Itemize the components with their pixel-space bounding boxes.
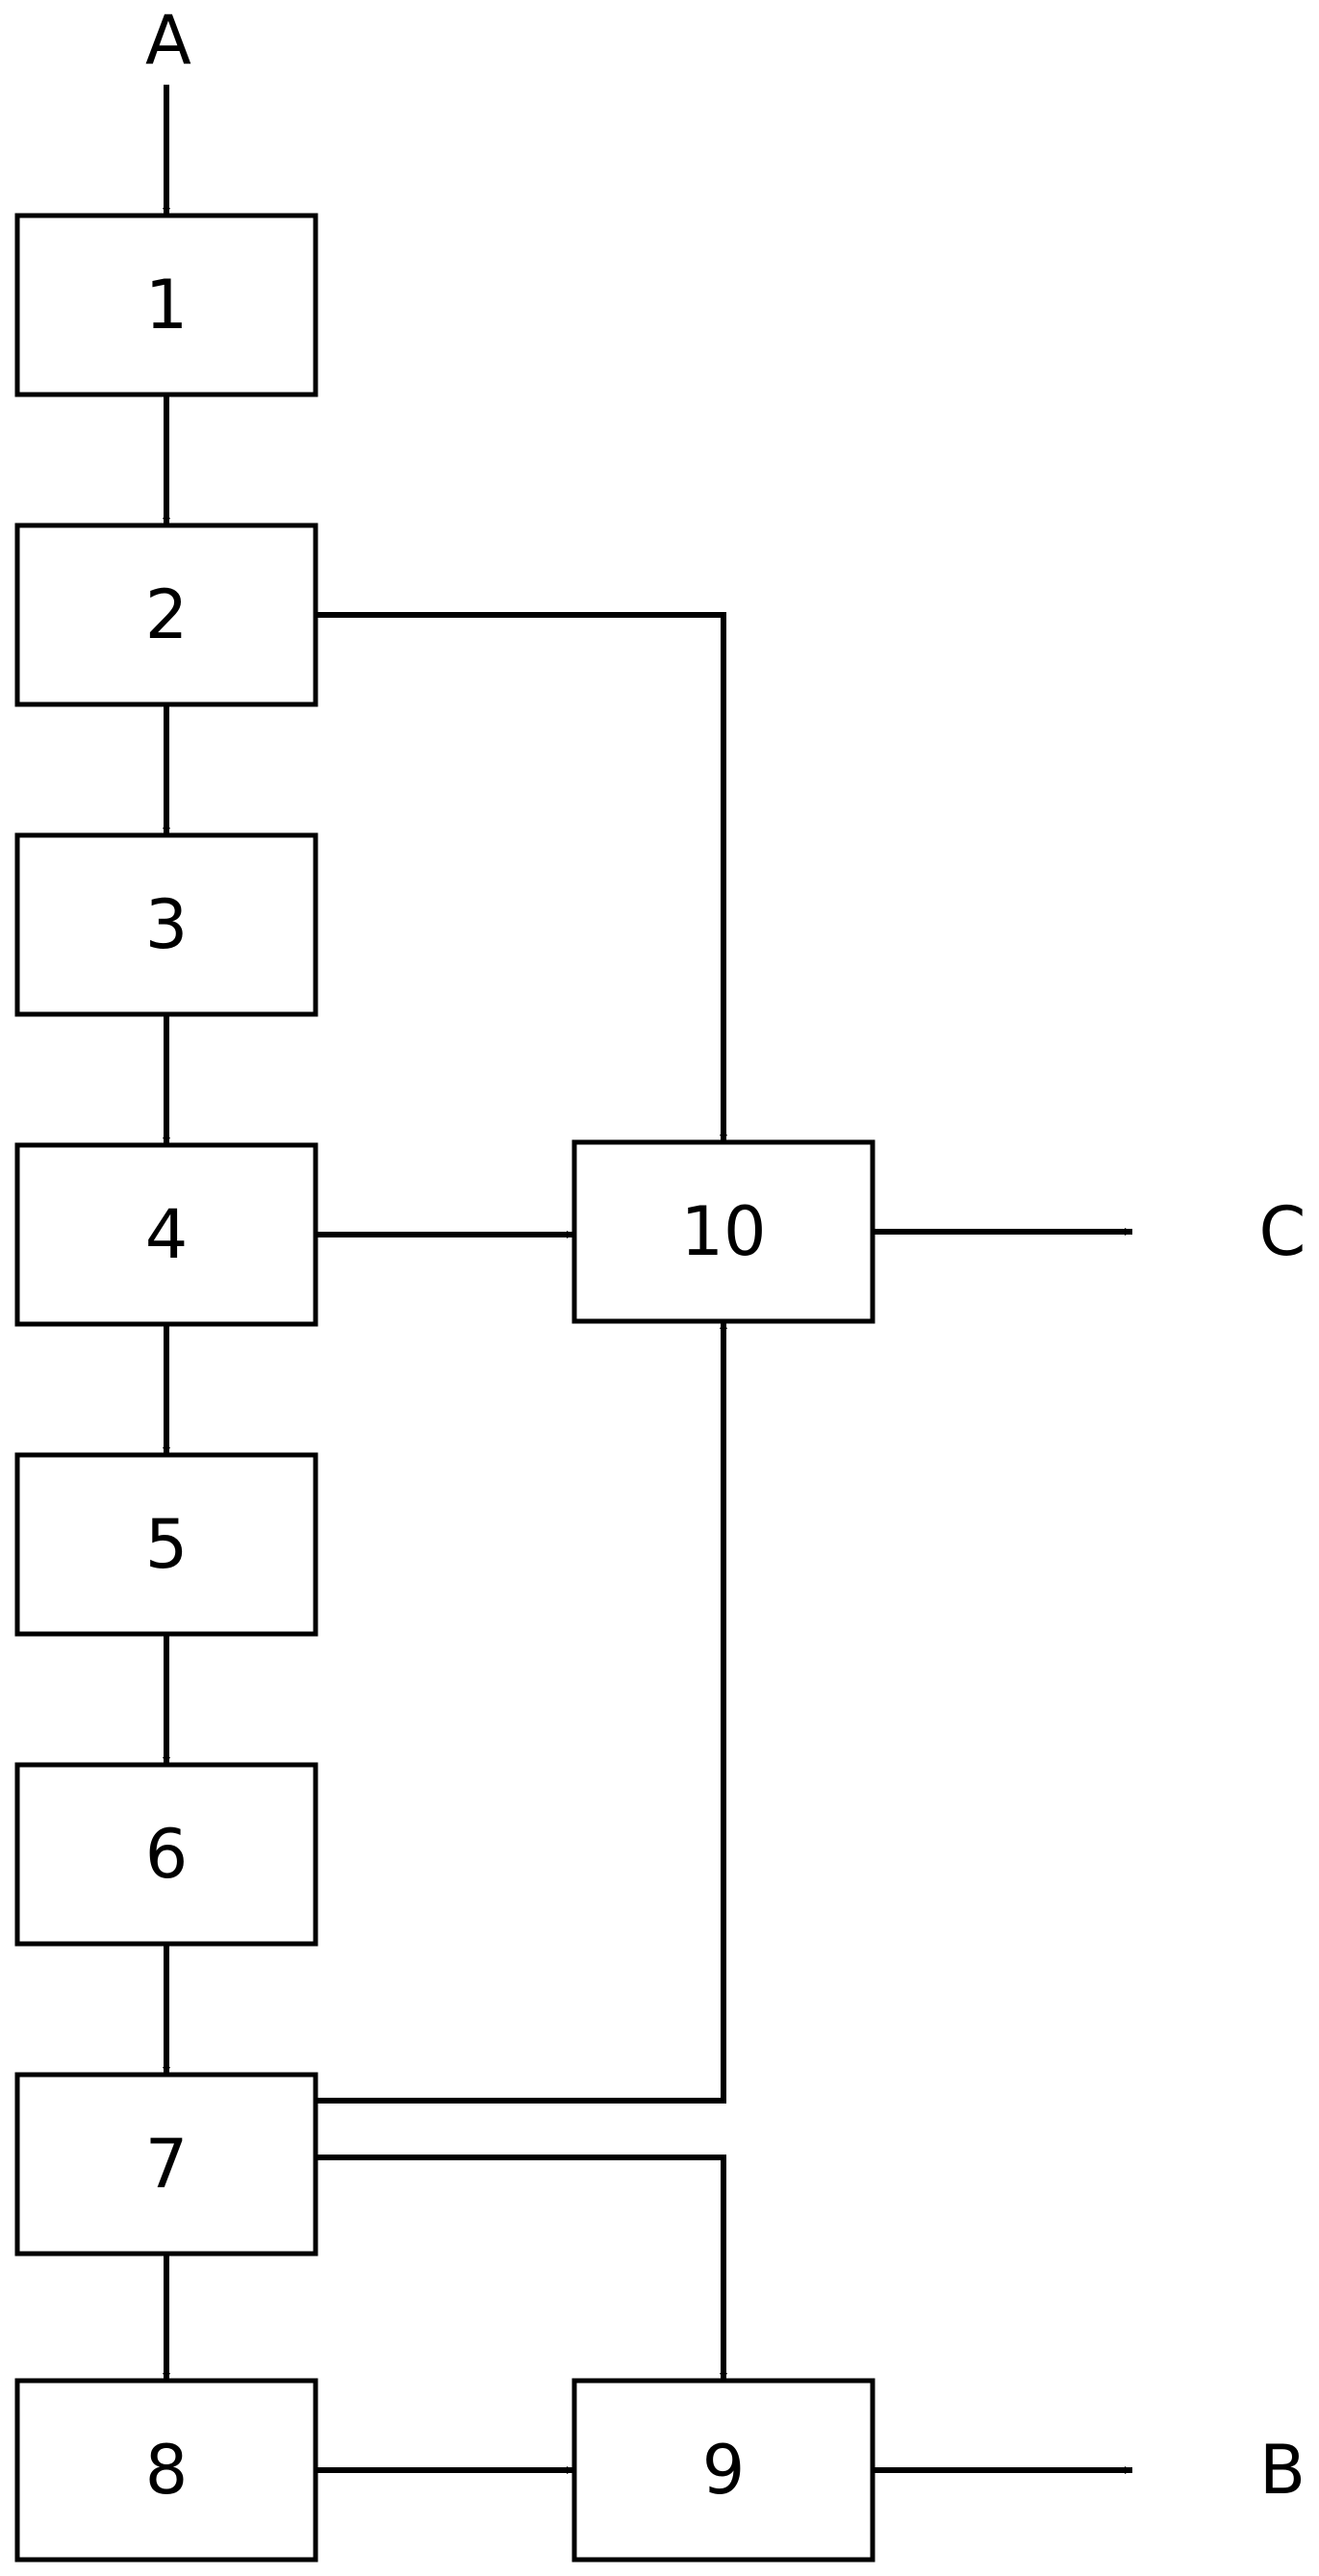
process-box-6-label: 6 <box>145 1815 189 1894</box>
process-box-8-label: 8 <box>145 2431 189 2510</box>
process-box-9: 9 <box>571 2378 875 2563</box>
arrow-2-to-10 <box>316 612 727 1142</box>
process-box-7: 7 <box>14 2072 318 2257</box>
output-label-c: C <box>1259 1192 1306 1271</box>
process-box-5: 5 <box>14 1452 318 1637</box>
process-box-7-label: 7 <box>145 2125 189 2204</box>
process-box-2: 2 <box>14 523 318 707</box>
process-box-9-label: 9 <box>702 2431 746 2510</box>
process-box-6: 6 <box>14 1762 318 1947</box>
process-box-4-label: 4 <box>145 1195 189 1274</box>
process-box-10-label: 10 <box>680 1192 766 1271</box>
output-label-b: B <box>1259 2431 1306 2510</box>
process-box-3-label: 3 <box>145 885 189 964</box>
arrow-7-to-9 <box>316 2155 727 2381</box>
process-box-1-label: 1 <box>145 266 189 344</box>
process-box-2-label: 2 <box>145 575 189 654</box>
process-box-10: 10 <box>571 1139 875 1324</box>
process-box-1: 1 <box>14 213 318 397</box>
process-box-4: 4 <box>14 1142 318 1327</box>
process-box-5-label: 5 <box>145 1505 189 1584</box>
process-box-3: 3 <box>14 832 318 1017</box>
arrow-7-to-10 <box>316 1321 727 2104</box>
input-label-a: A <box>145 1 191 80</box>
process-box-8: 8 <box>14 2378 318 2563</box>
